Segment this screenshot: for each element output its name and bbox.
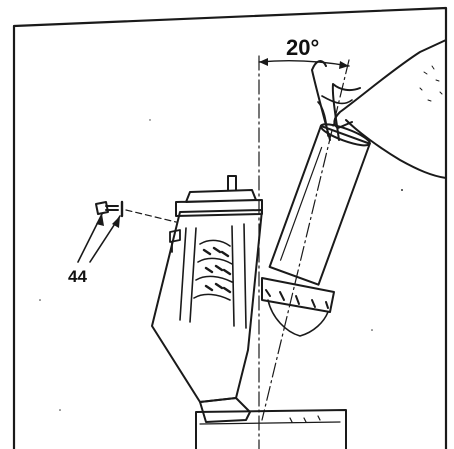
frame-border [12, 6, 448, 449]
angle-arrowhead-right [339, 61, 349, 69]
cylinder-base-flange [261, 277, 335, 313]
hand-outline [333, 39, 447, 179]
housing-top-plate [175, 189, 263, 217]
cylinder-tube [268, 123, 371, 286]
screw-44 [95, 201, 119, 215]
spring-hatch [202, 246, 232, 294]
exploded-view-line [125, 209, 177, 223]
scan-speckles [39, 119, 403, 411]
leader-arrowheads [96, 214, 120, 228]
flange-underside [267, 299, 329, 337]
housing-neck [199, 397, 251, 423]
internal-detail-lines [179, 223, 247, 329]
angle-label: 20° [286, 35, 319, 60]
angle-arrowhead-left [259, 58, 268, 66]
angle-dimension-arc [258, 59, 350, 67]
housing-top-knob [227, 175, 237, 191]
sleeve-stipple [419, 65, 443, 102]
pouring-spout [311, 60, 361, 141]
callout-label: 44 [68, 267, 87, 286]
base-block-lines [199, 415, 341, 425]
base-block [195, 409, 347, 449]
side-screw [169, 229, 181, 253]
